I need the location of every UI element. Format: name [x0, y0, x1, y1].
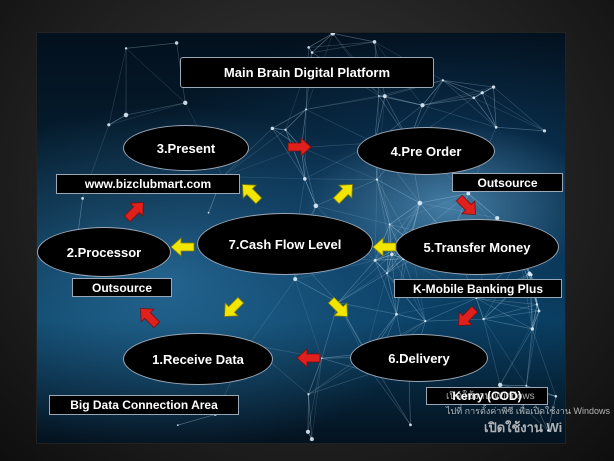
arrow-transfer-to-delivery: [458, 305, 479, 326]
arrow-cashflow-to-receive: [224, 296, 245, 317]
arrow-preorder-to-transfer: [455, 194, 476, 215]
flow-arrows: [123, 137, 479, 368]
node-present: 3.Present: [123, 125, 249, 171]
label-kbank: K-Mobile Banking Plus: [394, 279, 562, 298]
arrow-cashflow-to-preorder: [332, 184, 353, 205]
watermark-line-1: เปิดใช้งาน Windows: [446, 391, 535, 402]
diagram-slide: Main Brain Digital Platform 3.Present 4.…: [37, 33, 565, 443]
label-kerry: Kerry (COD): [426, 387, 548, 405]
arrow-present-to-preorder: [287, 137, 312, 157]
label-outsource-right: Outsource: [452, 173, 563, 192]
node-receive-data: 1.Receive Data: [123, 333, 273, 385]
label-outsource-left: Outsource: [72, 278, 172, 297]
arrow-receive-to-processor: [140, 308, 161, 329]
arrow-cashflow-to-present: [242, 184, 263, 205]
watermark-line-3: เปิดใช้งาน Wi: [484, 420, 563, 435]
node-processor: 2.Processor: [37, 227, 171, 277]
node-delivery: 6.Delivery: [350, 334, 488, 382]
arrow-transfer-to-cashflow: [372, 237, 397, 257]
diagram-title: Main Brain Digital Platform: [180, 57, 434, 88]
node-cash-flow: 7.Cash Flow Level: [197, 213, 373, 275]
arrow-delivery-to-receive: [296, 348, 321, 368]
watermark-line-2: ไปที่ การตั้งค่าพีซี เพื่อเปิดใช้งาน Win…: [446, 406, 611, 416]
arrow-processor-to-present: [123, 202, 144, 223]
label-website: www.bizclubmart.com: [56, 174, 240, 194]
arrow-cashflow-to-processor: [170, 237, 195, 257]
label-big-data: Big Data Connection Area: [49, 395, 239, 415]
node-pre-order: 4.Pre Order: [357, 127, 495, 175]
arrow-cashflow-to-delivery: [327, 296, 348, 317]
node-transfer-money: 5.Transfer Money: [395, 219, 559, 275]
